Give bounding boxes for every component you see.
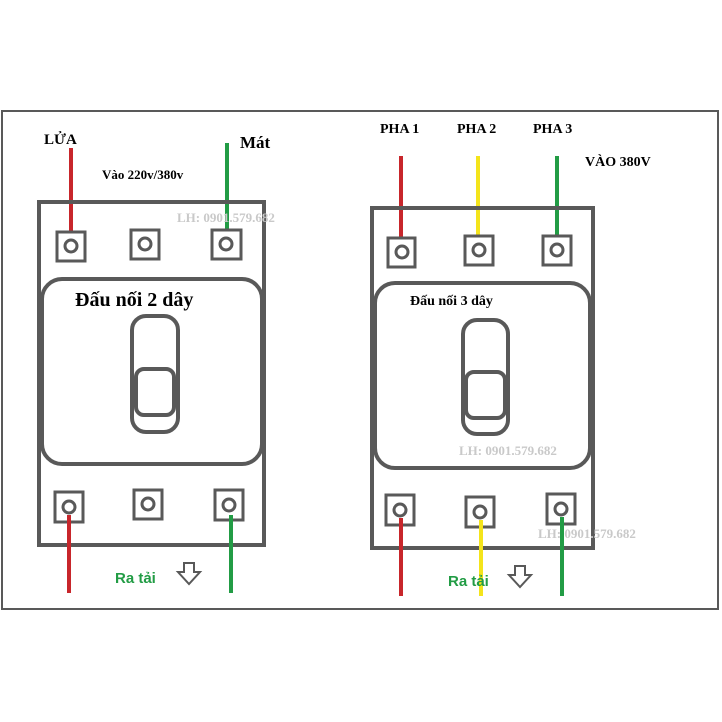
right-toggle-switch (461, 318, 510, 436)
left-output-label: Ra tải (115, 570, 156, 587)
right-watermark-1: LH: 0901.579.682 (459, 443, 557, 458)
left-input-voltage: Vào 220v/380v (102, 167, 184, 182)
diagram-frame (1, 110, 719, 610)
right-bottom-terminal-3 (545, 492, 577, 526)
left-breaker: LỬA Mát Vào 220v/380v LH: 0901.579.682 Đ… (37, 131, 275, 593)
left-top-terminal-3 (210, 228, 243, 261)
right-phase3-label: PHA 3 (533, 122, 572, 137)
right-breaker-title: Đấu nối 3 dây (410, 294, 493, 309)
left-bottom-terminal-2 (132, 488, 164, 521)
right-phase1-label: PHA 1 (380, 122, 419, 137)
left-breaker-title: Đấu nối 2 dây (75, 289, 193, 311)
right-watermark-2: LH: 0901.579.682 (538, 526, 636, 541)
right-breaker: PHA 1 PHA 2 PHA 3 VÀO 380V Đấu nối 3 dây… (370, 122, 651, 596)
left-down-arrow-icon (175, 562, 203, 586)
right-input-voltage: VÀO 380V (585, 153, 651, 170)
left-top-terminal-1 (55, 230, 87, 263)
right-top-terminal-1 (386, 236, 417, 269)
left-live-label: LỬA (44, 131, 77, 148)
right-breaker-window (373, 281, 592, 470)
right-down-arrow-icon (506, 565, 534, 589)
left-watermark: LH: 0901.579.682 (177, 210, 275, 225)
left-breaker-window (40, 277, 264, 466)
right-phase2-label: PHA 2 (457, 122, 496, 137)
left-neutral-label: Mát (240, 133, 271, 152)
left-top-terminal-2 (129, 228, 161, 261)
right-output-label: Ra tải (448, 573, 489, 590)
left-toggle-switch (130, 314, 180, 434)
right-top-terminal-3 (541, 234, 573, 267)
right-top-terminal-2 (463, 234, 495, 267)
